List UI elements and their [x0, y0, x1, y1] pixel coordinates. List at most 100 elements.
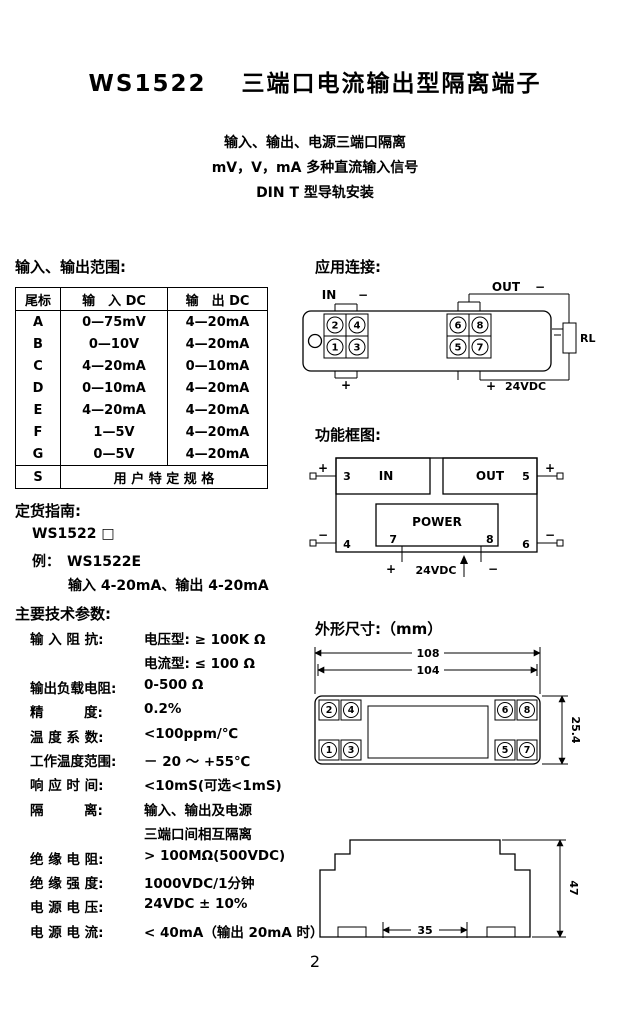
- col-header-input: 输 入 DC: [60, 287, 168, 311]
- subtitle-line: mV，V，mA 多种直流输入信号: [211, 160, 419, 176]
- terminal-1: 1: [318, 739, 340, 761]
- io-range-heading: 输入、输出范围:: [15, 258, 126, 276]
- terminal-1-number: 1: [332, 343, 339, 354]
- output-terminal-block: 6 8 5 7: [446, 313, 492, 359]
- application-heading: 应用连接:: [315, 258, 381, 276]
- terminal-2: 2: [318, 699, 340, 721]
- minus-sign: −: [535, 280, 545, 294]
- svg-text:8: 8: [524, 705, 531, 716]
- terminal-8-number: 8: [477, 321, 484, 332]
- table-header-row: 尾标 输 入 DC 输 出 DC: [15, 287, 268, 311]
- cell-output: 4—20mA: [167, 377, 268, 399]
- terminal-4-number: 4: [354, 321, 361, 332]
- cell-tail: D: [32, 380, 44, 396]
- cell-tail: A: [32, 314, 44, 330]
- terminal-8: 8: [468, 313, 492, 337]
- terminal-6: 6: [446, 313, 470, 337]
- terminal-3-number: 3: [343, 470, 351, 483]
- table-row: C 4—20mA 0—10mA: [16, 355, 268, 377]
- svg-text:6: 6: [502, 705, 509, 716]
- plus-sign: +: [545, 461, 555, 475]
- cell-input: 0—10V: [60, 333, 168, 355]
- svg-text:7: 7: [524, 745, 531, 756]
- subtitle-block: 输入、输出、电源三端口隔离 mV，V，mA 多种直流输入信号 DIN T 型导轨…: [0, 131, 630, 206]
- dim-width-outer: 108: [417, 647, 440, 660]
- table-row: G 0—5V 4—20mA: [16, 443, 268, 466]
- ordering-heading: 定货指南:: [15, 502, 81, 520]
- out-label: OUT: [492, 280, 521, 294]
- svg-text:2: 2: [326, 705, 333, 716]
- terminal-3: 3: [340, 739, 362, 761]
- dimensions-heading: 外形尺寸:（mm）: [315, 620, 443, 638]
- cell-output: 4—20mA: [167, 399, 268, 421]
- table-row: E 4—20mA 4—20mA: [16, 399, 268, 421]
- plus-sign: +: [386, 562, 396, 576]
- ordering-model: WS1522 □: [32, 526, 115, 542]
- table-special-row: S 用 户 特 定 规 格: [15, 465, 268, 489]
- power-label: POWER: [412, 515, 462, 529]
- dim-width-inner: 104: [417, 664, 440, 677]
- table-row: D 0—10mA 4—20mA: [16, 377, 268, 399]
- terminal-5: 5: [494, 739, 516, 761]
- subtitle-line: 输入、输出、电源三端口隔离: [224, 135, 406, 151]
- spec-row: 隔 离:输入、输出及电源: [30, 802, 252, 819]
- in-label: IN: [322, 288, 337, 302]
- input-terminal-block: 2 4 1 3: [323, 313, 369, 359]
- col-header-tail: 尾标: [15, 287, 61, 311]
- col-header-output: 输 出 DC: [167, 287, 268, 311]
- load-resistor: [562, 322, 577, 354]
- cell-custom-spec: 用 户 特 定 规 格: [60, 465, 268, 489]
- supply-voltage-label: 24VDC: [505, 380, 546, 393]
- cell-input: 0—10mA: [60, 377, 168, 399]
- terminal-4-number: 4: [343, 538, 351, 551]
- svg-text:1: 1: [326, 745, 333, 756]
- terminal-5-number: 5: [455, 343, 462, 354]
- terminal-6: 6: [494, 699, 516, 721]
- plus-sign: +: [318, 461, 328, 475]
- out-label: OUT: [476, 469, 505, 483]
- spec-row: 电流型: ≤ 100 Ω: [144, 656, 255, 673]
- module-top-opening: [367, 705, 489, 759]
- cell-input: 1—5V: [60, 421, 168, 443]
- svg-text:3: 3: [348, 745, 355, 756]
- module-body: [335, 457, 538, 553]
- terminal-1: 1: [323, 335, 347, 359]
- plus-sign: +: [341, 378, 351, 392]
- arrow-up-icon: [460, 555, 468, 564]
- spec-row: 电 源 电 流:< 40mA（输出 20mA 时）: [30, 924, 324, 941]
- in-label: IN: [379, 469, 394, 483]
- functional-block-diagram: + − + − 3 IN OUT 5 4 6 POWER 7 8 + − 24V…: [309, 457, 564, 577]
- cell-tail: C: [33, 358, 43, 374]
- dimension-side-view: 35 47: [319, 839, 580, 938]
- cell-tail: B: [33, 336, 43, 352]
- table-row: A 0—75mV 4—20mA: [16, 310, 268, 333]
- terminal-4: 4: [340, 699, 362, 721]
- terminal-7-number: 7: [389, 533, 397, 546]
- ordering-example: 例： WS1522E: [32, 554, 142, 570]
- cell-output: 4—20mA: [167, 310, 268, 333]
- dimension-lines: [314, 647, 568, 765]
- ordering-example-desc: 输入 4-20mA、输出 4-20mA: [68, 578, 269, 594]
- cell-tail: S: [15, 465, 61, 489]
- terminal-2-number: 2: [332, 321, 339, 332]
- terminal-6-number: 6: [522, 538, 530, 551]
- specs-list: 输 入 阻 抗:电压型: ≥ 100K Ω 电流型: ≤ 100 Ω 输出负载电…: [30, 628, 324, 945]
- minus-sign: −: [488, 562, 498, 576]
- terminal-5: 5: [446, 335, 470, 359]
- terminal-2: 2: [323, 313, 347, 337]
- spec-row: 绝 缘 电 阻:> 100MΩ(500VDC): [30, 847, 286, 868]
- minus-sign: −: [318, 528, 328, 542]
- terminal-8-number: 8: [486, 533, 494, 546]
- svg-text:4: 4: [348, 705, 355, 716]
- spec-row: 电 源 电 压:24VDC ± 10%: [30, 896, 248, 917]
- block-boxes: [335, 457, 538, 553]
- spec-row: 输出负载电阻:0-500 Ω: [30, 676, 204, 697]
- spec-row: 响 应 时 间:<10mS(可选<1mS): [30, 778, 282, 795]
- block-wires: [309, 472, 564, 577]
- terminal-3: 3: [345, 335, 369, 359]
- terminal-8: 8: [516, 699, 538, 721]
- mounting-foot: [486, 926, 516, 938]
- dim-height: 25.4: [569, 716, 582, 743]
- minus-sign: −: [358, 288, 368, 302]
- io-range-table: 尾标 输 入 DC 输 出 DC A 0—75mV 4—20mA B 0—10V…: [15, 287, 268, 489]
